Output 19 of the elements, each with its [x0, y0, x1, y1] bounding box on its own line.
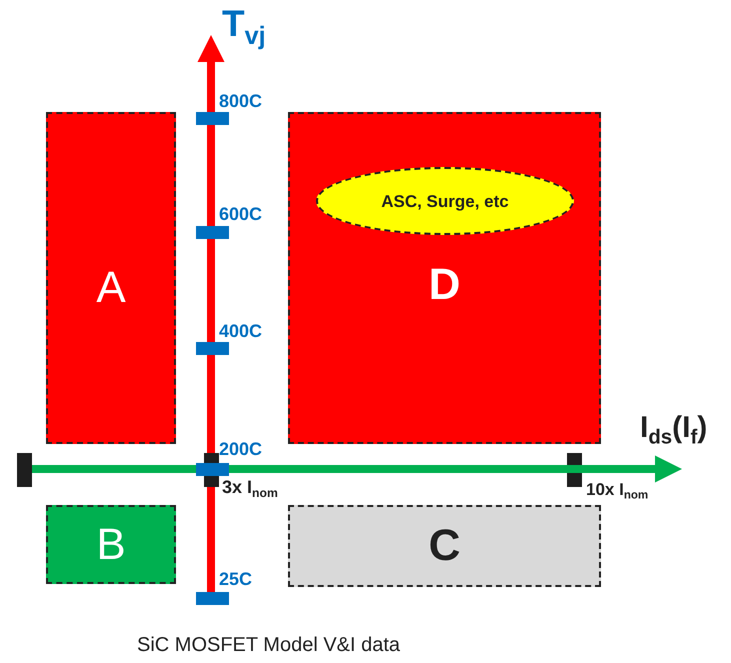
tick-label: 10x I$_{nom}$: [586, 481, 648, 503]
region-panel: [46, 112, 176, 444]
axis-title: T$_{vj}$: [222, 5, 266, 52]
region-letter: C: [428, 524, 460, 568]
region-panel: [288, 505, 601, 587]
region-panel: [46, 505, 176, 584]
tick-label: 3x I$_{nom}$: [222, 478, 278, 502]
tick-label: 25C: [219, 570, 252, 588]
caption-text: SiC MOSFET Model V&I data: [137, 635, 400, 655]
region-label: ASC, Surge, etc: [381, 192, 509, 210]
region-letter: B: [96, 522, 126, 566]
tick-label: 400C: [219, 322, 262, 340]
region-panel: [288, 112, 601, 444]
axis-title: I$_{ds}$(I$_{f}$): [640, 413, 708, 451]
tick-label: 200C: [219, 440, 262, 458]
region-letter: A: [96, 266, 126, 310]
tick-label: 600C: [219, 205, 262, 223]
region-letter: D: [428, 263, 460, 307]
tick-label: 800C: [219, 92, 262, 110]
